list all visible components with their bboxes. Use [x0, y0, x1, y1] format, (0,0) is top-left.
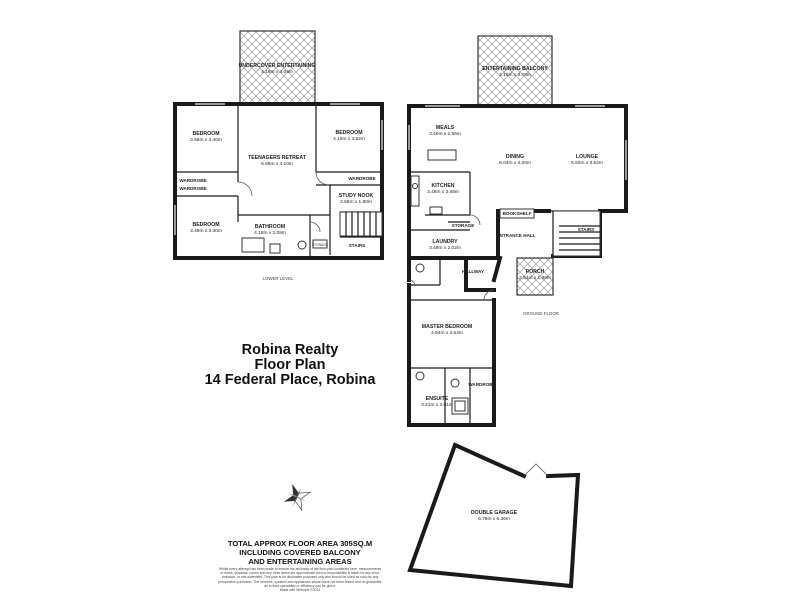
laundry-label: LAUNDRY: [432, 239, 458, 245]
lower-level-interior-walls: [175, 104, 382, 258]
porch-area: [516, 257, 554, 296]
teenagers-retreat-label: TEENAGERS RETREAT: [248, 155, 307, 161]
laundry-dims: 3.48m x 2.02m: [429, 245, 461, 251]
kitchen-dims: 3.48m x 3.48m: [427, 189, 459, 195]
double-garage-dims: 6.78m x 6.36m: [478, 516, 510, 522]
lower-stairs: [339, 211, 383, 237]
bookshelf-label: BOOKSHELF: [503, 211, 532, 216]
disclaimer-line-6: Made with Metropix ©2014: [279, 588, 321, 593]
disclaimer-line-1: Whilst every attempt has been made to en…: [218, 567, 382, 571]
bedroom-3-dims: 3.49m x 3.30m: [190, 228, 222, 234]
title-line-2: Floor Plan: [254, 357, 326, 373]
wc-toilet: [415, 263, 425, 273]
ground-stairs: [552, 210, 601, 257]
teenagers-retreat-dims: 6.68m x 4.10m: [261, 161, 293, 167]
stairs-label-ground: STAIRS: [578, 227, 595, 232]
entertaining-balcony-label: ENTERTAINING BALCONY: [482, 66, 548, 72]
hallway-label: HALLWAY: [462, 269, 484, 274]
garage-walls: [407, 442, 581, 589]
bathroom-dims: 4.18m x 2.08m: [254, 230, 286, 236]
study-nook-label: STUDY NOOK: [339, 193, 374, 199]
kitchen-walls: [409, 171, 471, 231]
stairs-label-lower: STAIRS: [349, 243, 366, 248]
ground-floor-label: GROUND FLOOR: [523, 311, 559, 316]
wardrobe-label-c: WARDROBE: [348, 176, 375, 181]
storage-label-lower: STORAGE: [312, 243, 329, 247]
ensuite-toilet-2: [450, 378, 460, 388]
meals-label: MEALS: [436, 125, 455, 131]
lower-storage-box: [312, 239, 328, 249]
porch-label: PORCH: [526, 269, 545, 275]
double-garage-label: DOUBLE GARAGE: [471, 510, 518, 516]
ground-floor-plan: [407, 35, 628, 427]
bath-tub: [241, 237, 265, 253]
master-suite-walls: [409, 367, 494, 425]
bathroom-label: BATHROOM: [255, 224, 285, 230]
floor-area-line-2: INCLUDING COVERED BALCONY: [239, 548, 361, 557]
ensuite-toilet: [415, 371, 425, 381]
dining-label: DINING: [506, 154, 524, 160]
title-line-1: Robina Realty: [241, 342, 339, 358]
entrance-hall-label: ENTRANCE HALL: [496, 233, 535, 238]
storage-label-ground: STORAGE: [452, 223, 475, 228]
kitchen-bench: [410, 175, 420, 207]
sink: [412, 183, 418, 189]
disclaimer-line-2: of doors, windows, rooms and any other i…: [220, 571, 380, 576]
vanity: [269, 243, 281, 254]
bedroom-2-label: BEDROOM: [335, 130, 362, 136]
kitchen-label: KITCHEN: [431, 183, 454, 189]
ensuite-label: ENSUITE: [426, 396, 449, 402]
ensuite-dims: 3.21m x 3.01m: [421, 402, 453, 408]
double-garage-plan: [407, 442, 581, 589]
lower-level-plan: [173, 30, 384, 260]
bedroom-1-dims: 3.58m x 3.40m: [190, 137, 222, 143]
undercover-entertaining-label: UNDERCOVER ENTERTAINING: [239, 63, 316, 69]
entertaining-balcony-area: [477, 35, 553, 107]
disclaimer-line-4: prospective purchaser. The services, sys…: [218, 579, 382, 584]
dining-dims: 6.04m x 4.20m: [499, 160, 531, 166]
bedroom-1-label: BEDROOM: [192, 131, 219, 137]
master-bedroom-dims: 4.94m x 4.54m: [431, 330, 463, 336]
bookshelf-unit: [499, 208, 535, 219]
wardrobe-label-a: WARDROBE: [179, 178, 206, 183]
disclaimer-line-3: omission, or mis-statement. This plan is…: [221, 575, 379, 580]
floor-area-line-1: TOTAL APPROX FLOOR AREA 305SQ.M: [227, 539, 373, 548]
master-bedroom-label: MASTER BEDROOM: [422, 324, 472, 330]
disclaimer-text: Whilst every attempt has been made to en…: [200, 567, 400, 592]
toilet: [297, 240, 307, 250]
wardrobe-label-master: WARDROBE: [468, 382, 495, 387]
laundry-hallway-walls: [407, 255, 503, 427]
disclaimer-line-5: as to their operability or efficiency ca…: [264, 583, 336, 588]
meals-dims: 3.40m x 2.56m: [429, 131, 461, 137]
lower-level-label: LOWER LEVEL: [263, 276, 295, 281]
lounge-label: LOUNGE: [576, 154, 599, 160]
undercover-entertaining-dims: 4.18m x 4.04m: [261, 69, 293, 75]
bedroom-2-dims: 4.10m x 3.52m: [333, 136, 365, 142]
cooktop: [429, 206, 443, 215]
compass-rose-icon: [283, 483, 312, 512]
bedroom-3-label: BEDROOM: [192, 222, 219, 228]
porch-dims: 2.54m x 1.98m: [519, 275, 551, 281]
wardrobe-label-b: WARDROBE: [179, 186, 206, 191]
title-line-3: 14 Federal Place, Robina: [204, 372, 376, 388]
undercover-entertaining-area: [239, 30, 316, 105]
lounge-dims: 5.82m x 3.52m: [571, 160, 603, 166]
study-nook-dims: 2.58m x 1.80m: [340, 199, 372, 205]
entertaining-balcony-dims: 4.10m x 3.78m: [499, 72, 531, 78]
garage-door: [523, 463, 549, 477]
kitchen-island: [427, 149, 457, 161]
floor-area-line-3: AND ENTERTAINING AREAS: [248, 557, 352, 566]
